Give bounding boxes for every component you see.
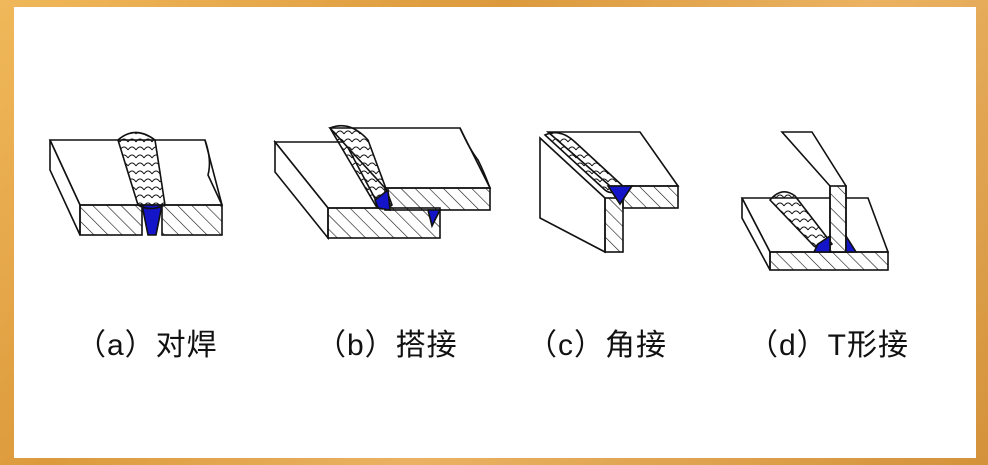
caption-lap-joint: （b）搭接 bbox=[316, 329, 458, 362]
butt-joint-figure bbox=[48, 131, 224, 236]
corner-joint-figure bbox=[539, 131, 680, 254]
caption-tee-joint: （d）T形接 bbox=[748, 329, 910, 362]
caption-corner-joint: （c）角接 bbox=[527, 329, 667, 362]
lap-joint-figure bbox=[273, 124, 492, 241]
tee-joint-figure bbox=[740, 131, 890, 271]
caption-butt-joint: （a）对焊 bbox=[76, 329, 218, 362]
